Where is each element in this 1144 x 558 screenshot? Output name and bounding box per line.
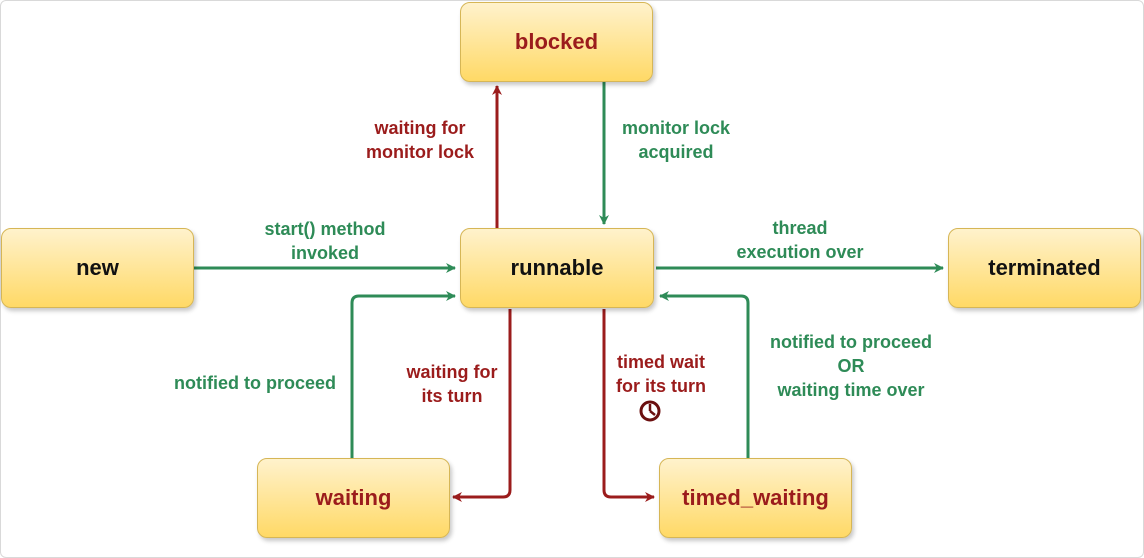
state-new-label: new [76,255,119,280]
clock-icon [639,400,661,422]
arrow-runnable-to-waiting [452,309,512,502]
state-new: new [1,228,194,308]
arrow-timed-waiting-to-runnable [659,291,750,458]
label-thread-execution-over: thread execution over [736,218,864,262]
state-blocked: blocked [460,2,653,82]
label-notified-to-proceed: notified to proceed [174,373,336,393]
state-waiting: waiting [257,458,450,538]
state-blocked-label: blocked [514,29,599,54]
state-terminated: terminated [948,228,1141,308]
label-timed-wait-for-its-turn: timed wait for its turn [616,352,706,396]
label-monitor-lock-acquired: monitor lock acquired [621,118,730,162]
state-terminated-label: terminated [988,255,1101,280]
state-runnable-label: runnable [510,255,604,280]
arrow-runnable-to-timed-waiting [602,309,655,502]
state-waiting-label: waiting [315,485,392,510]
label-waiting-for-monitor-lock: waiting for monitor lock [365,118,474,162]
state-timed-waiting-label: timed_waiting [682,485,829,510]
state-runnable: runnable [460,228,654,308]
label-waiting-for-its-turn: waiting for its turn [406,362,498,406]
state-timed-waiting: timed_waiting [659,458,852,538]
label-start-method-invoked: start() method invoked [264,219,386,263]
label-notified-or-waiting-time-over: notified to proceed OR waiting time over [770,332,932,400]
arrow-waiting-to-runnable [350,291,456,458]
